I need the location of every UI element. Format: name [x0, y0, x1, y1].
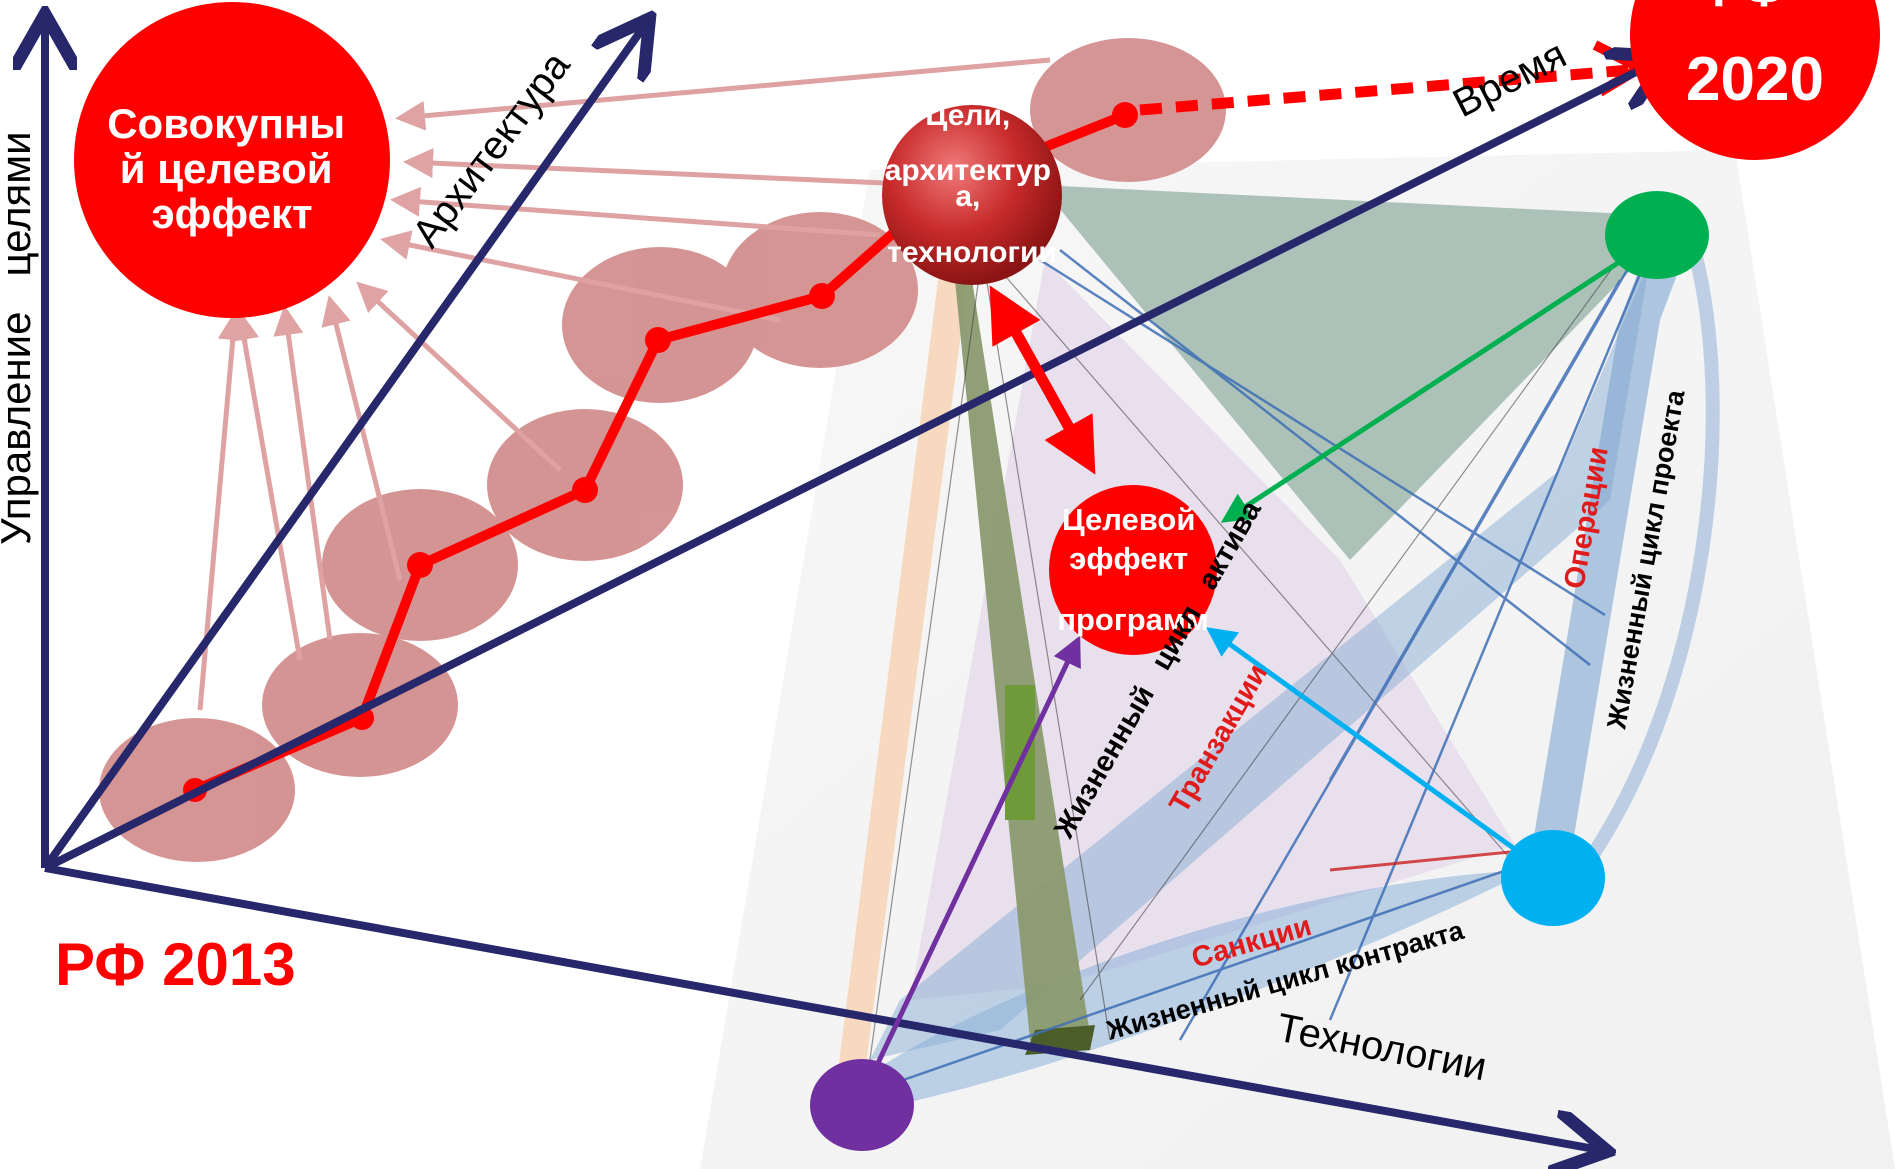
nodes	[74, 0, 1880, 1151]
axis-technologies	[44, 864, 1600, 1150]
goals-node-line2: архитектур	[885, 154, 1051, 187]
connector-arrows	[867, 252, 1632, 1082]
cyan-node	[1501, 830, 1605, 926]
goals-node-line4: технологии	[887, 236, 1057, 269]
goals-node-line1: Цели,	[925, 99, 1010, 132]
olive-marker	[1005, 685, 1035, 820]
green-node	[1605, 191, 1709, 279]
target-label: РФ 2020	[1686, 0, 1824, 114]
purple-arrow	[867, 635, 1081, 1082]
program-effect-text: Целевой эффект программ	[1057, 502, 1209, 637]
target-label-line1: РФ	[1712, 0, 1784, 17]
progress-chain	[99, 38, 1651, 862]
goal-program-link-arrow	[989, 285, 1096, 475]
goals-node-line3: а,	[955, 180, 980, 213]
goals-node-text: Цели, архитектур а, технологии	[885, 99, 1060, 269]
axes	[45, 22, 1660, 1150]
origin-label: РФ 2013	[55, 931, 296, 998]
aggregate-effect-circle	[74, 2, 390, 318]
goals-architecture-technology-sphere	[882, 105, 1062, 285]
aggregate-effect-text: Совокупны й целевой эффект	[107, 100, 357, 237]
program-effect-line3: программ	[1057, 602, 1209, 637]
axis-architecture	[41, 25, 645, 871]
rf-2020-circle	[1630, 0, 1880, 160]
program-effect-circle	[1049, 485, 1217, 655]
aggregate-effect-line1: Совокупны	[107, 100, 345, 147]
cyan-arrow	[1205, 627, 1532, 863]
aggregate-effect-line3: эффект	[151, 190, 312, 237]
axis-time	[43, 60, 1660, 872]
program-effect-line2: эффект	[1069, 541, 1188, 576]
dotted-future-path	[1139, 64, 1631, 116]
green-arrow	[1220, 252, 1632, 523]
axis-vertical-label: Управление целями	[0, 131, 39, 545]
purple-node	[810, 1059, 914, 1151]
program-effect-line1: Целевой	[1062, 502, 1195, 537]
target-label-line2: 2020	[1686, 45, 1824, 114]
aggregate-effect-line2: й целевой	[120, 145, 333, 192]
